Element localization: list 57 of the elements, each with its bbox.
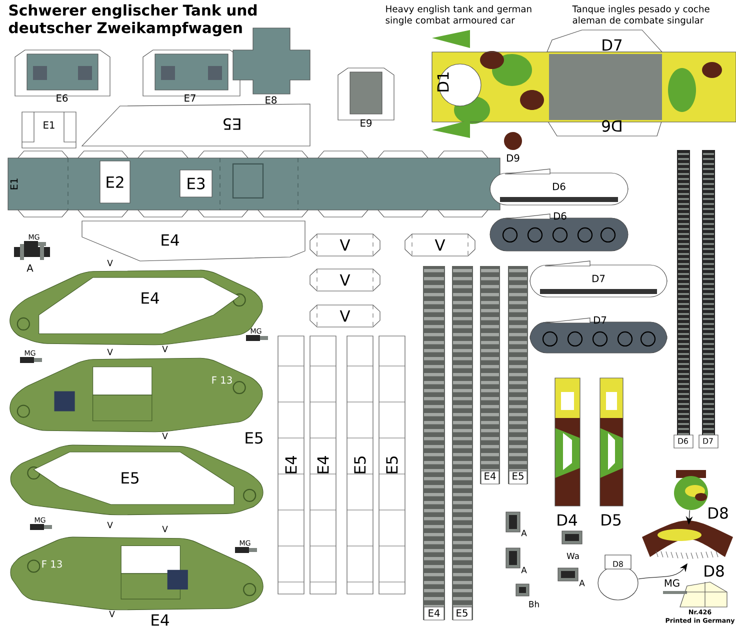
tread-strip: E4 (278, 336, 304, 594)
part-label: Bh (529, 600, 539, 608)
track-guard: D7 (530, 260, 668, 298)
box-net: E9 (338, 68, 394, 127)
side-wall (600, 378, 624, 506)
fold-mark: V (107, 522, 113, 528)
subtitle: Tanque ingles pesado y coche aleman de combate singular (572, 5, 710, 26)
part-label: Wa (566, 552, 579, 560)
running-gear: D7 (530, 316, 668, 354)
part-label: E5 (246, 432, 262, 444)
turret-piece (674, 470, 708, 510)
fold-mark: V (162, 526, 168, 532)
part-label: A (521, 566, 527, 574)
node-label: D7 (602, 39, 622, 51)
part-label: A (521, 530, 527, 536)
armoured-car-body: D1 D7 D6 (432, 30, 736, 138)
part-label: MG (664, 579, 680, 587)
part-label: E4 (152, 614, 169, 626)
tread-strip: E5 (378, 336, 406, 594)
spacer-box: V (310, 268, 380, 292)
box-net: E6 (14, 50, 110, 102)
track-belt: E4 (480, 266, 500, 484)
fold-mark: V (162, 346, 168, 352)
tread-strip: E4 (310, 336, 336, 594)
small-piece (504, 132, 522, 150)
node-label: D6 (602, 120, 622, 132)
track-belt: E5 (508, 266, 528, 484)
box-net: E7 (142, 50, 240, 102)
subtitle: Heavy english tank and german single combat armoured car (386, 5, 532, 26)
track-belt: E5 (452, 266, 473, 620)
node-label: E9 (360, 119, 372, 127)
turret-ring (642, 520, 733, 560)
tank-side-panel: E5 (10, 444, 264, 516)
spacer-box: V (310, 234, 380, 256)
part-label: D9 (507, 154, 520, 162)
track-guard: D6 (490, 168, 628, 206)
track-belt: E4 (423, 266, 445, 620)
node-label: E8 (266, 96, 277, 104)
spacer-box: V (310, 304, 380, 328)
window-panel: E3 (180, 170, 212, 198)
box-net: E1 (22, 112, 76, 148)
fold-mark: V (107, 260, 113, 266)
window-panel: E2 (100, 160, 130, 204)
part-label: D8 (708, 507, 728, 519)
fold-mark: V (107, 348, 113, 356)
fold-mark: V (162, 432, 168, 440)
running-gear: D6 (490, 212, 628, 252)
part-label: D5 (602, 514, 621, 526)
side-wall (554, 378, 580, 506)
tank-side-panel: F 13 (10, 358, 263, 432)
part-label: A (579, 580, 585, 586)
spacer-box: V (404, 234, 476, 256)
title: Schwerer englischer Tank und deutscher Zweikampfwagen (8, 4, 257, 36)
part-label: A (26, 264, 34, 272)
part-label: D4 (558, 514, 578, 526)
tread-strip: E5 (346, 336, 374, 594)
part-label: D8 (704, 565, 724, 577)
